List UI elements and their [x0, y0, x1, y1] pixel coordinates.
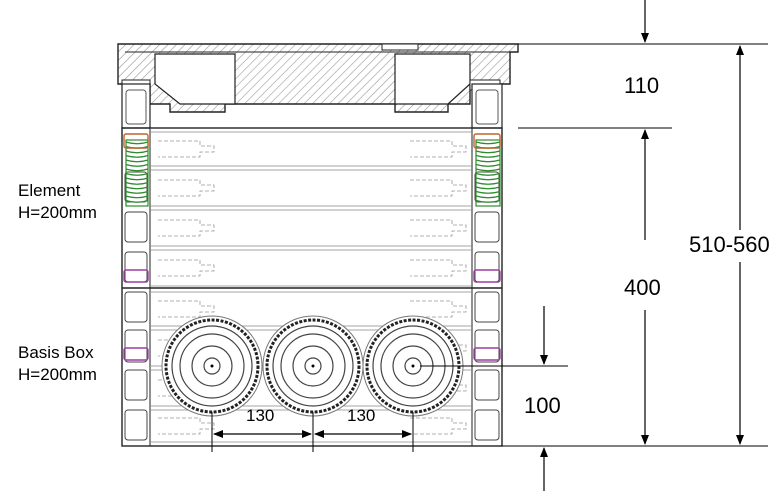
spring-loop	[125, 168, 149, 172]
connector-clips	[123, 269, 501, 361]
spring-loop	[475, 172, 501, 176]
spring-loop	[475, 154, 501, 158]
slat-lug	[158, 417, 215, 435]
side-block-right	[474, 329, 500, 363]
spring-loop	[475, 181, 501, 185]
slat-lug	[410, 140, 467, 158]
latches	[123, 133, 501, 149]
pipe-ring	[280, 333, 346, 399]
pipe-ring	[171, 325, 253, 407]
spring-loop	[125, 199, 149, 203]
dim-spacing-left-label: 130	[246, 406, 274, 425]
side-blocks	[124, 171, 500, 441]
slat-lug	[410, 300, 467, 318]
side-block-left	[124, 329, 148, 363]
box-body	[121, 127, 503, 447]
side-block-left	[124, 291, 148, 323]
spring-loop	[475, 150, 501, 154]
spring-frame	[475, 139, 501, 207]
pipe-opening	[262, 315, 364, 417]
spring-loop	[125, 186, 149, 190]
pipe-center-dot	[411, 364, 415, 368]
slat-lug	[410, 417, 467, 435]
spring-loop	[125, 195, 149, 199]
dimension-lines	[211, 0, 768, 491]
spring-loop	[125, 154, 149, 158]
slat-lug	[410, 259, 467, 277]
pipe-center-dot	[210, 364, 214, 368]
dim-body-label: 400	[624, 275, 661, 300]
side-block-left	[124, 409, 148, 441]
dim-cover-label: 110	[624, 73, 659, 98]
element-label: Element	[18, 181, 81, 200]
element-height-label: H=200mm	[18, 203, 97, 222]
side-block-right	[474, 369, 500, 401]
pipe-ring	[272, 325, 354, 407]
dim-spacing-right-label: 130	[347, 406, 375, 425]
spring-loop	[125, 177, 149, 181]
spring-loop	[125, 181, 149, 185]
spring-coil	[125, 139, 149, 207]
spring-loop	[475, 199, 501, 203]
side-block-left	[124, 369, 148, 401]
pipe-center	[203, 357, 221, 375]
spring-loop	[125, 141, 149, 145]
slat-lug	[158, 300, 215, 318]
spring-loop	[125, 150, 149, 154]
springs	[125, 139, 501, 207]
spring-loop	[125, 190, 149, 194]
spring-frame	[125, 139, 149, 207]
spring-loop	[475, 168, 501, 172]
slat-lug	[158, 140, 215, 158]
spring-loop	[475, 163, 501, 167]
spring-loop	[125, 159, 149, 163]
cover-plate	[117, 43, 519, 113]
side-block-left	[124, 251, 148, 283]
basis-height-label: H=200mm	[18, 365, 97, 384]
pipe-opening	[161, 315, 263, 417]
spring-loop	[475, 186, 501, 190]
slat-lug	[410, 179, 467, 197]
side-block-right	[474, 409, 500, 441]
side-block-right	[474, 251, 500, 283]
frame-top	[121, 83, 503, 129]
spring-loop	[475, 195, 501, 199]
spring-loop	[475, 159, 501, 163]
pipe-openings	[161, 315, 464, 417]
dim-total-label: 510-560	[689, 232, 770, 257]
spring-loop	[475, 190, 501, 194]
dim-pipe-height-label: 100	[524, 393, 561, 418]
side-block-right	[474, 211, 500, 243]
spring-loop	[475, 177, 501, 181]
slat-lug	[410, 219, 467, 237]
pipe-center-dot	[311, 364, 315, 368]
slat-lug	[158, 219, 215, 237]
pipe-ring	[191, 345, 233, 387]
basis-label: Basis Box	[18, 343, 94, 362]
pipe-ring	[179, 333, 245, 399]
slat-lug	[158, 259, 215, 277]
spring-coil	[475, 139, 501, 207]
slat-lug	[158, 179, 215, 197]
side-block-left	[124, 211, 148, 243]
pipe-ring	[292, 345, 334, 387]
pipe-center	[304, 357, 322, 375]
spring-loop	[475, 141, 501, 145]
spring-loop	[125, 172, 149, 176]
spring-loop	[125, 163, 149, 167]
side-block-right	[474, 291, 500, 323]
